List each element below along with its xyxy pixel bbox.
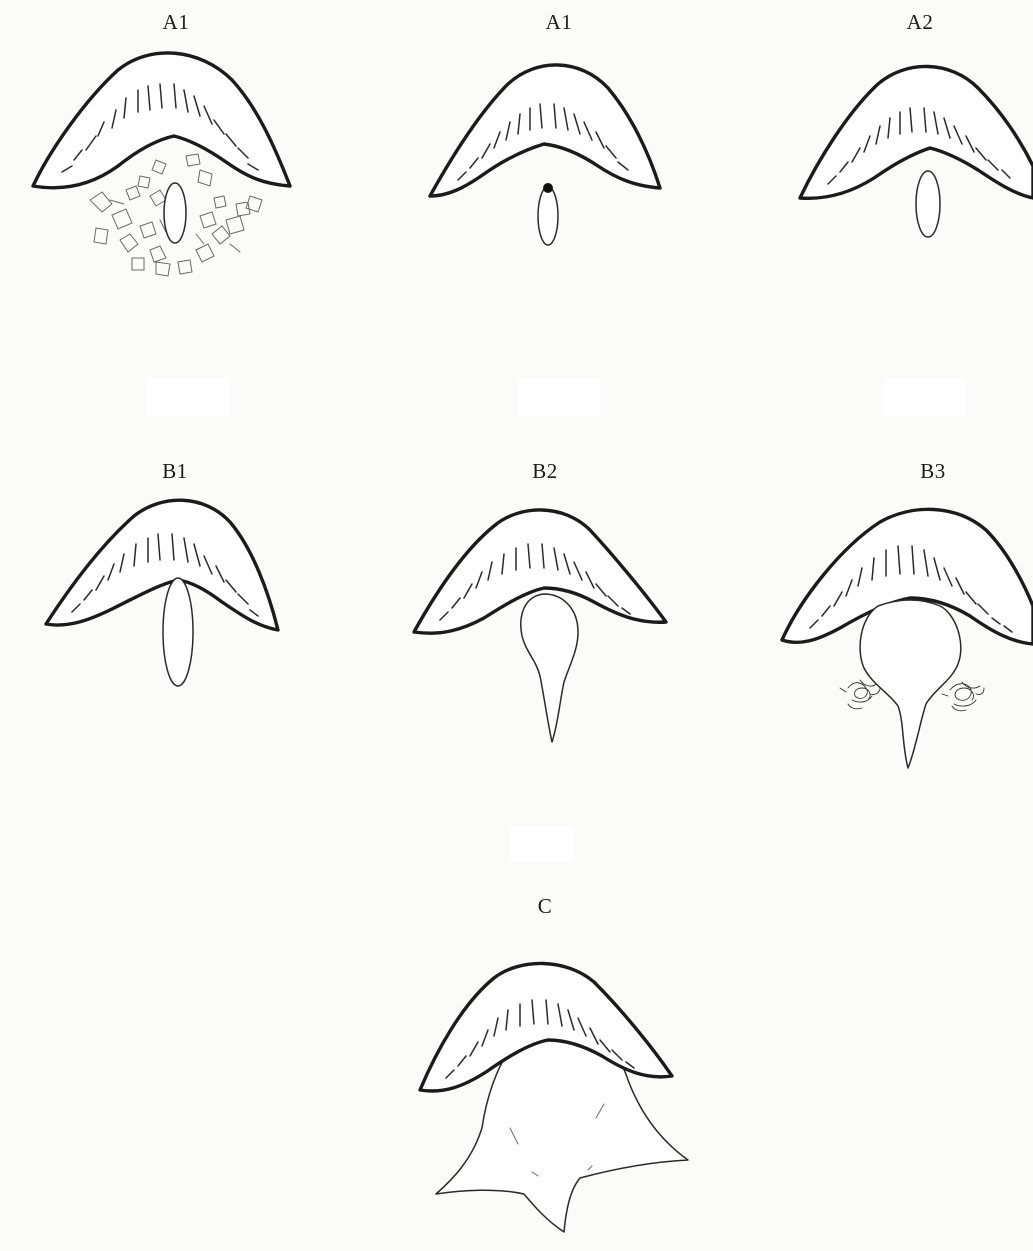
drawing-c bbox=[0, 0, 1033, 1251]
figure-page: A1 A1 A2 B1 B2 B3 C bbox=[0, 0, 1033, 1251]
